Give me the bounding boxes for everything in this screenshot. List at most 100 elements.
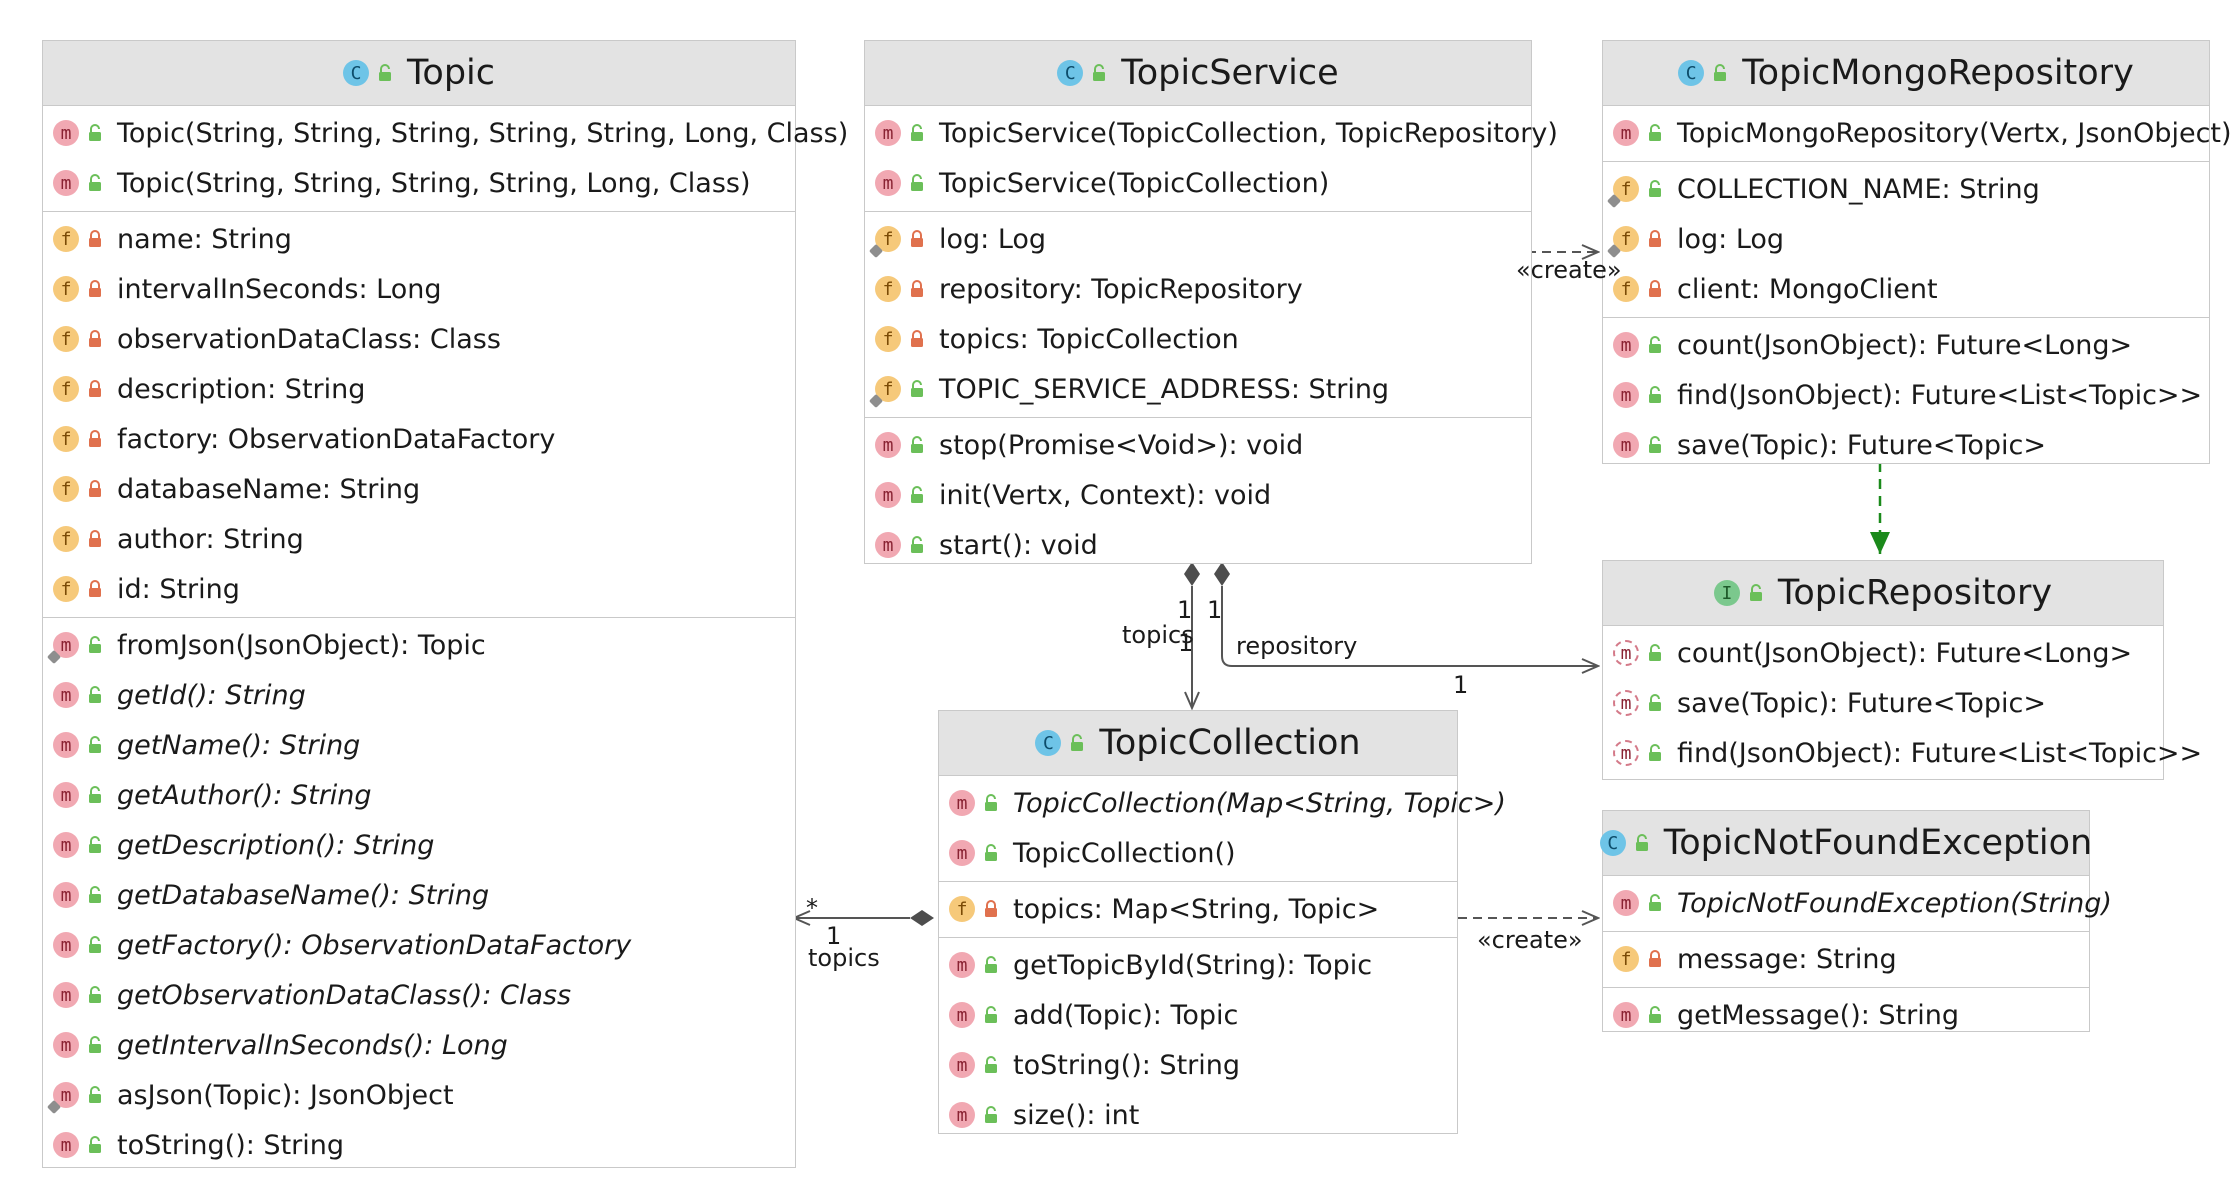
method-signature: getMessage(): String xyxy=(1677,999,1959,1031)
method-row[interactable]: m add(Topic): Topic xyxy=(939,990,1457,1040)
field-declaration: topics: TopicCollection xyxy=(939,323,1239,355)
public-visibility-icon xyxy=(1069,734,1085,752)
method-signature: getDatabaseName(): String xyxy=(117,879,490,911)
field-declaration: log: Log xyxy=(1677,223,1785,255)
public-visibility-icon xyxy=(983,1006,999,1024)
public-visibility-icon xyxy=(87,886,103,904)
composition-diamond-topics xyxy=(1184,562,1200,586)
method-icon: m xyxy=(53,170,79,196)
static-marker-icon xyxy=(46,1099,62,1115)
private-lock-icon xyxy=(87,580,103,598)
public-visibility-icon xyxy=(87,1086,103,1104)
method-icon: m xyxy=(53,682,79,708)
method-signature: save(Topic): Future<Topic> xyxy=(1677,429,2046,461)
edge-stereotype-label: «create» xyxy=(1516,256,1622,284)
method-icon: m xyxy=(53,1032,79,1058)
field-declaration: databaseName: String xyxy=(117,473,421,505)
public-visibility-icon xyxy=(1647,1006,1663,1024)
private-lock-icon xyxy=(87,530,103,548)
field-icon: f xyxy=(875,326,901,352)
method-signature: asJson(Topic): JsonObject xyxy=(117,1079,454,1111)
private-lock-icon xyxy=(1647,230,1663,248)
public-visibility-icon xyxy=(1712,64,1728,82)
field-icon: f xyxy=(875,276,901,302)
method-signature: add(Topic): Topic xyxy=(1013,999,1239,1031)
field-declaration: COLLECTION_NAME: String xyxy=(1677,173,2040,205)
private-lock-icon xyxy=(87,480,103,498)
method-signature: getTopicById(String): Topic xyxy=(1013,949,1373,981)
public-visibility-icon xyxy=(983,1056,999,1074)
composition-diamond-repository xyxy=(1214,562,1230,586)
field-row[interactable]: f topics: TopicCollection xyxy=(865,314,1531,364)
field-declaration: name: String xyxy=(117,223,292,255)
edge-target-multiplicity: 1 xyxy=(1453,671,1469,699)
method-signature: size(): int xyxy=(1013,1099,1140,1131)
private-lock-icon xyxy=(87,380,103,398)
method-icon: m xyxy=(949,1002,975,1028)
edge-role-label: repository xyxy=(1236,632,1358,660)
private-lock-icon xyxy=(1647,950,1663,968)
